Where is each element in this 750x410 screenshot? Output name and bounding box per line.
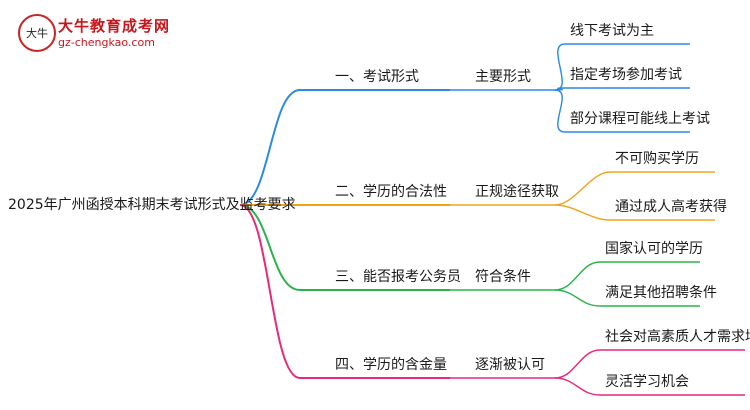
leaf-label-1-3: 部分课程可能线上考试 [570, 111, 710, 127]
logo-url: gz-chengkao.com [58, 36, 155, 49]
branch-label-3: 三、能否报考公务员 [335, 269, 461, 285]
branch-connector-1 [239, 89, 450, 206]
sub-label-1: 主要形式 [475, 69, 531, 85]
leaf-connector-3-2 [554, 289, 700, 307]
root-topic: 2025年广州函授本科期末考试形式及监考要求 [8, 197, 296, 213]
leaf-connector-2-1 [554, 171, 715, 206]
branch-label-2: 二、学历的合法性 [335, 184, 447, 200]
leaf-connector-1-3 [554, 89, 690, 133]
leaf-label-2-1: 不可购买学历 [615, 151, 699, 167]
leaf-label-4-1: 社会对高素质人才需求增加 [605, 329, 750, 345]
site-logo: 大牛 大牛教育成考网 gz-chengkao.com [18, 14, 188, 56]
branch-label-1: 一、考试形式 [335, 69, 419, 85]
logo-title: 大牛教育成考网 [58, 17, 171, 35]
sub-label-3: 符合条件 [475, 269, 531, 285]
leaf-label-1-2: 指定考场参加考试 [570, 67, 682, 83]
branch-connector-4 [239, 204, 450, 379]
sub-label-2: 正规途径获取 [475, 184, 559, 200]
logo-mark: 大牛 [18, 14, 56, 52]
leaf-label-4-2: 灵活学习机会 [605, 374, 689, 390]
branch-label-4: 四、学历的含金量 [335, 357, 447, 373]
leaf-connector-4-2 [554, 377, 745, 396]
leaf-connector-2-2 [554, 204, 715, 221]
branch-connector-3 [239, 204, 450, 291]
leaf-label-3-2: 满足其他招聘条件 [605, 285, 717, 301]
leaf-connector-1-2 [554, 87, 690, 91]
leaf-connector-4-1 [554, 349, 745, 379]
leaf-connector-3-1 [554, 261, 700, 291]
leaf-label-1-1: 线下考试为主 [570, 23, 654, 39]
leaf-label-2-2: 通过成人高考获得 [615, 199, 727, 215]
sub-label-4: 逐渐被认可 [475, 357, 545, 373]
leaf-label-3-1: 国家认可的学历 [605, 241, 703, 257]
